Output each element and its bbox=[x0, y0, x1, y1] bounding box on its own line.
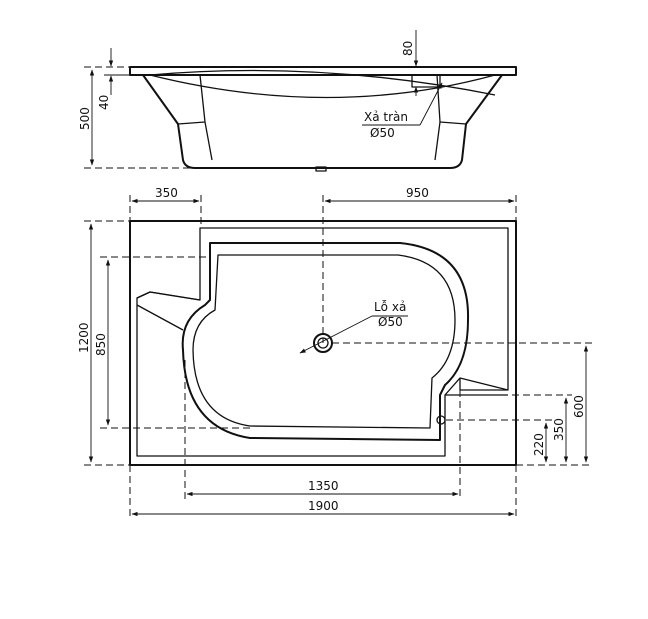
dim-label-850: 850 bbox=[94, 333, 108, 356]
dim-label-1900: 1900 bbox=[308, 499, 339, 513]
top-view: Lỗ xả Ø50 350 950 1200 850 600 350 bbox=[77, 186, 592, 520]
dim-label-40: 40 bbox=[97, 95, 111, 110]
dim-label-500: 500 bbox=[78, 107, 92, 130]
top-view-seat-right bbox=[445, 377, 509, 396]
top-view-basin bbox=[181, 242, 470, 441]
dim-label-1200: 1200 bbox=[77, 322, 91, 353]
side-view-rim bbox=[129, 66, 517, 76]
drain-label: Lỗ xả bbox=[374, 300, 406, 314]
side-view: 500 40 80 Xả tràn Ø50 bbox=[78, 30, 517, 172]
overflow-diameter: Ø50 bbox=[370, 126, 395, 140]
side-view-inner-curves bbox=[149, 69, 496, 125]
side-view-tub-body bbox=[142, 74, 503, 169]
dim-label-220: 220 bbox=[532, 433, 546, 456]
top-view-overflow bbox=[436, 415, 446, 425]
dim-label-350-right: 350 bbox=[552, 418, 566, 441]
side-view-overflow-pipe bbox=[411, 74, 441, 88]
dim-label-950: 950 bbox=[406, 186, 429, 200]
dim-label-350-top: 350 bbox=[155, 186, 178, 200]
overflow-label: Xả tràn bbox=[364, 110, 408, 124]
side-view-drain-stub bbox=[315, 166, 327, 172]
top-view-basin-inner bbox=[192, 254, 456, 429]
drain-diameter: Ø50 bbox=[378, 315, 403, 329]
top-view-seat-left bbox=[136, 291, 201, 331]
dim-label-1350: 1350 bbox=[308, 479, 339, 493]
dim-label-600: 600 bbox=[572, 395, 586, 418]
dim-label-80: 80 bbox=[401, 41, 415, 56]
